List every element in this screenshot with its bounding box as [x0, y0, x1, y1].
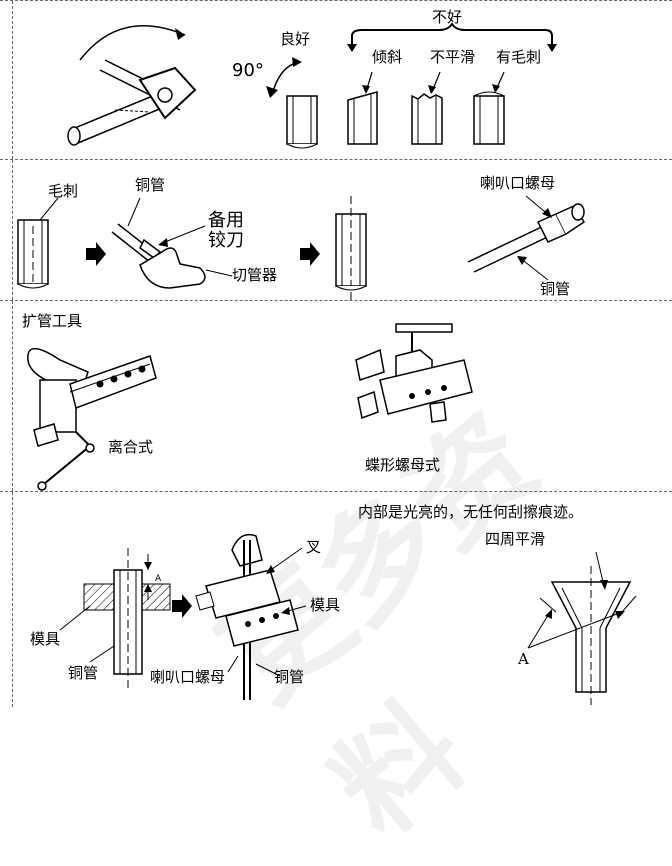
wing-nut-type-label: 蝶形螺母式 [365, 456, 441, 474]
bad-label: 不好 [432, 8, 463, 26]
deburring-illustration [17, 195, 586, 300]
copper-pipe-label-left: 铜管 [68, 664, 99, 682]
die-cross-section [59, 548, 171, 690]
bad-item-tilted: 倾斜 [372, 48, 403, 66]
pipe-with-flare-nut [467, 195, 586, 281]
rough-pipe [411, 71, 443, 145]
panel-flaring-process [0, 492, 672, 707]
clean-pipe-after [335, 196, 367, 300]
clutch-type-label: 离合式 [108, 438, 154, 456]
angle-label: 90° [232, 60, 264, 81]
smooth-around-label: 四周平滑 [485, 530, 546, 548]
copper-pipe-label: 铜管 [135, 176, 166, 194]
step-arrow-2 [300, 242, 320, 266]
bad-item-rough: 不平滑 [430, 48, 476, 66]
step-arrow-1 [86, 242, 106, 266]
panel-cutting-quality [0, 0, 672, 160]
copper-pipe-label-bottom: 铜管 [274, 668, 305, 686]
copper-pipe-label-2: 铜管 [540, 280, 571, 298]
clutch-flaring-tool [27, 347, 157, 491]
fork-label: 叉 [306, 538, 322, 556]
panel-deburring [0, 160, 672, 301]
die-label-left: 模具 [30, 630, 61, 648]
dim-a-small-label: A [155, 574, 162, 584]
flared-pipe-result [527, 551, 637, 705]
pipe-cutter-illustration [67, 25, 197, 146]
burred-pipe [473, 71, 505, 145]
bad-bracket [347, 22, 557, 52]
rotate-90-arrow [266, 57, 302, 98]
flaring-tool-in-use [195, 533, 307, 700]
spare-reamer-label-1: 备用 [208, 210, 244, 231]
inside-note-label: 内部是光亮的，无任何刮擦痕迹。 [358, 503, 584, 521]
burr-label: 毛刺 [48, 182, 79, 200]
tilted-pipe [347, 71, 378, 145]
reaming-action [111, 197, 233, 289]
a-label: A [518, 650, 529, 668]
flaring-tools-title: 扩管工具 [22, 312, 83, 330]
panel-flaring-tools [0, 301, 672, 492]
good-label: 良好 [280, 30, 311, 48]
flare-nut-label-bottom: 喇叭口螺母 [150, 668, 226, 686]
good-pipe [286, 95, 318, 149]
pipe-cutter-label: 切管器 [232, 266, 278, 284]
flaring-process-illustration [59, 533, 637, 705]
wing-nut-flaring-tool [355, 323, 473, 423]
flare-nut-label: 喇叭口螺母 [480, 174, 556, 192]
bad-item-burred: 有毛刺 [496, 48, 542, 66]
spare-reamer-label-2: 铰刀 [208, 230, 244, 251]
step-arrow-3 [172, 594, 192, 618]
burred-pipe-before [17, 197, 59, 289]
die-label-right: 模具 [310, 596, 341, 614]
pipe-cut-samples [286, 71, 505, 149]
